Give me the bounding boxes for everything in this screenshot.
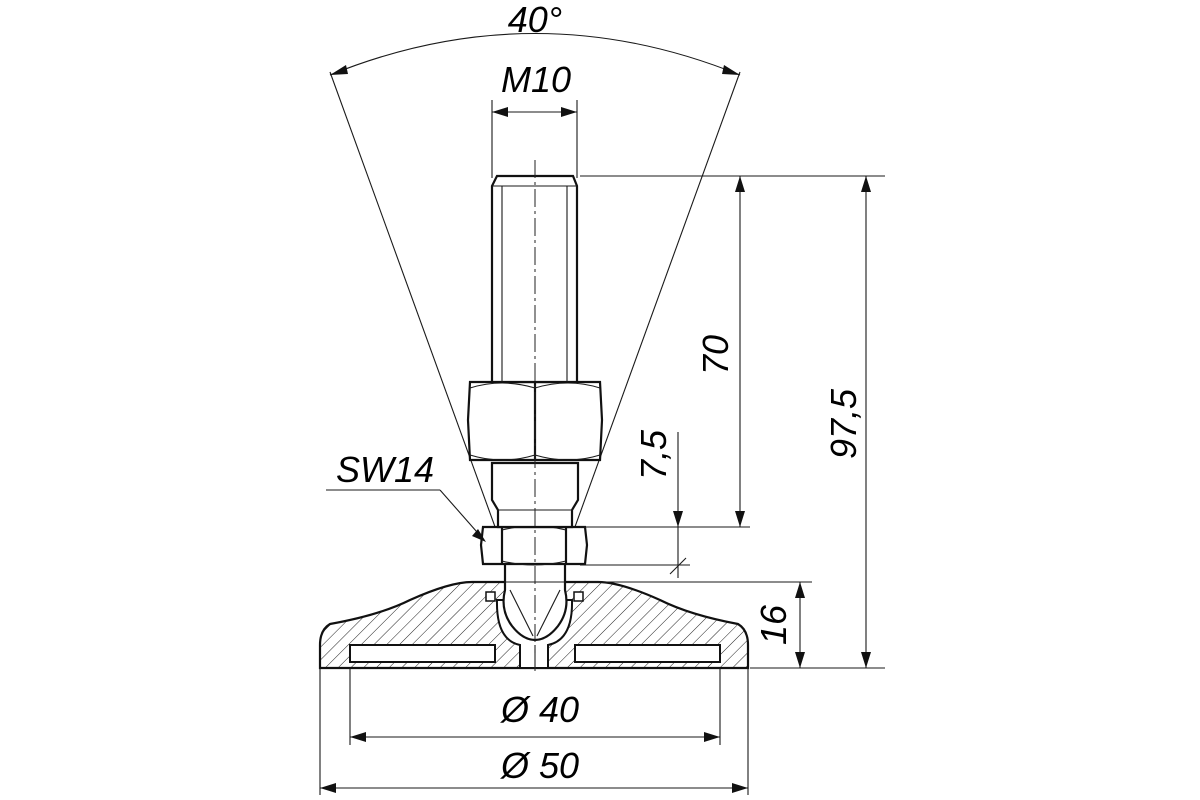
inner-diameter-label: Ø 40 (500, 689, 579, 730)
thread-label: M10 (501, 59, 571, 100)
total-height-label: 97,5 (823, 388, 864, 459)
ball-offset-label: 7,5 (633, 429, 674, 480)
thread-dimension (491, 100, 578, 178)
height-dimensions (580, 175, 885, 669)
wrench-size-label: SW14 (336, 449, 434, 490)
diameter-dimensions (319, 668, 749, 795)
wrench-leader (326, 489, 486, 542)
base-height-label: 16 (753, 604, 794, 645)
small-nut (479, 525, 589, 566)
outer-diameter-label: Ø 50 (500, 745, 579, 786)
shaft-height-label: 70 (695, 335, 736, 375)
angle-label: 40° (508, 0, 562, 40)
